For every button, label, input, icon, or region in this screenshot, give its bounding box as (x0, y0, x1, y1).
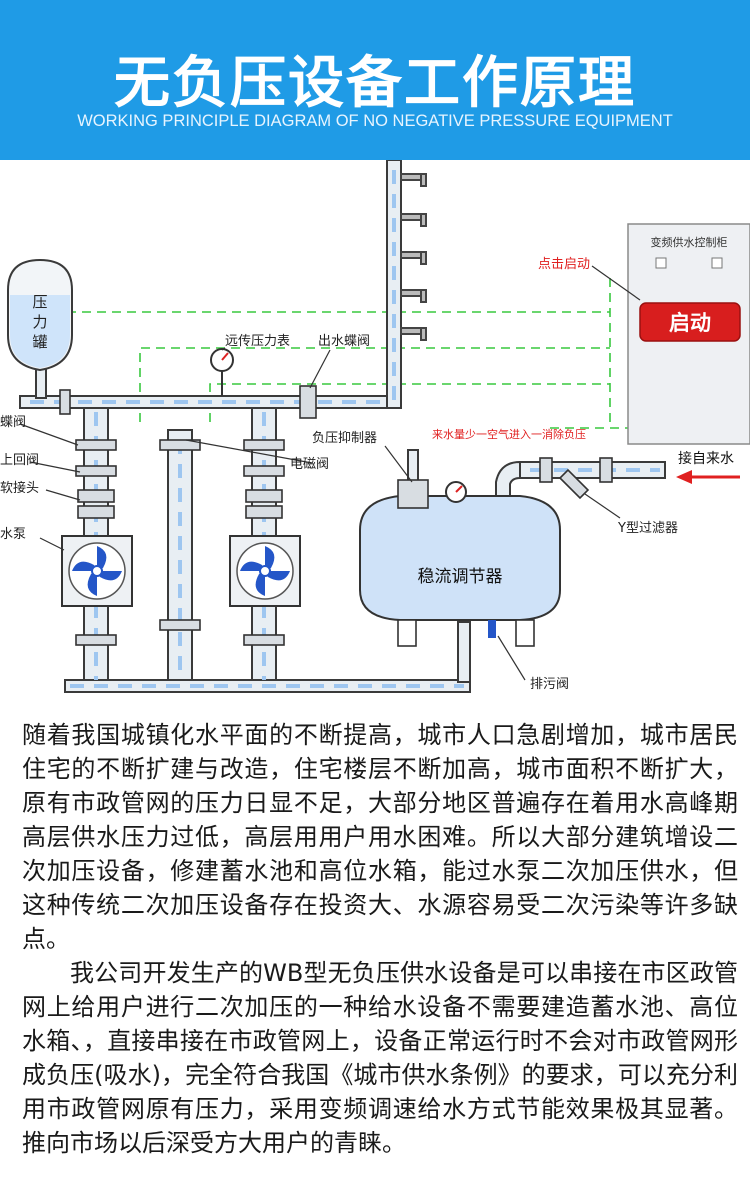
gauge-icon (210, 348, 234, 396)
pipes (19, 159, 666, 693)
label-butterfly: 蝶阀 (0, 415, 26, 430)
tank-label-3: 罐 (32, 333, 47, 351)
label-check-valve: 上回阀 (0, 453, 39, 468)
start-button-label: 启动 (669, 311, 711, 335)
pump-left (61, 535, 133, 607)
paragraph-2: 我公司开发生产的WB型无负压供水设备是可以串接在市区政管网上给用户进行二次加压的… (22, 959, 738, 1157)
paragraph-1: 随着我国城镇化水平面的不断提高，城市人口急剧增加，城市居民住宅的不断扩建与改造，… (22, 721, 738, 953)
label-remote-gauge: 远传压力表 (225, 334, 290, 349)
tank-label-1: 压 (32, 293, 47, 311)
page-subtitle: WORKING PRINCIPLE DIAGRAM OF NO NEGATIVE… (77, 112, 673, 130)
label-neg-suppressor: 负压抑制器 (312, 431, 377, 446)
label-outlet-butterfly: 出水蝶阀 (318, 334, 370, 349)
label-y-filter: Y型过滤器 (617, 521, 678, 536)
label-solenoid: 电磁阀 (290, 457, 329, 472)
pump-right (229, 535, 301, 607)
label-drain: 排污阀 (530, 677, 569, 692)
tank-label-2: 力 (32, 313, 47, 331)
description-text: 随着我国城镇化水平面的不断提高，城市人口急剧增加，城市居民住宅的不断扩建与改造，… (22, 718, 738, 1160)
pressure-tank: 压 力 罐 (7, 258, 73, 372)
faucets (400, 173, 427, 341)
label-click-start: 点击启动 (538, 257, 590, 272)
label-inlet: 接自来水 (678, 450, 734, 467)
flow-stabilizer (359, 479, 561, 647)
valves (59, 385, 317, 646)
cabinet-title: 变频供水控制柜 (651, 235, 728, 249)
label-note: 来水量少一空气进入一消除负压 (432, 427, 586, 441)
page-title: 无负压设备工作原理 (114, 51, 636, 116)
label-pump: 水泵 (0, 527, 26, 542)
label-soft-joint: 软接头 (0, 480, 39, 496)
y-filter-icon (539, 457, 613, 500)
title-banner: 无负压设备工作原理 WORKING PRINCIPLE DIAGRAM OF N… (0, 0, 750, 160)
start-button[interactable]: 启动 (639, 302, 741, 342)
working-principle-diagram: 压 力 罐 (0, 159, 750, 713)
leader-lines (19, 265, 641, 681)
inlet-arrow-icon (676, 470, 740, 484)
label-stabilizer: 稳流调节器 (418, 567, 503, 587)
